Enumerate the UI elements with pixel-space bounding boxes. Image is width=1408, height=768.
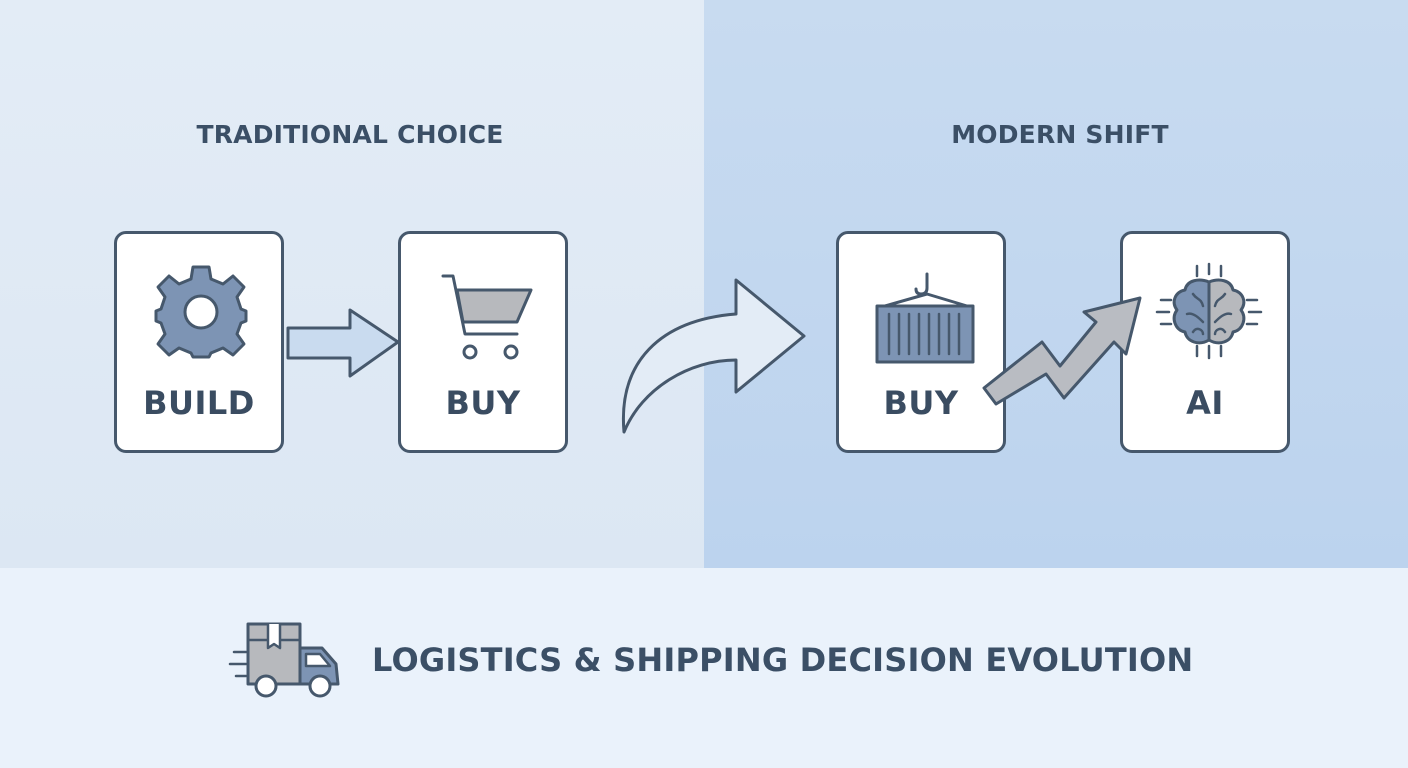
buy-cart-card: BUY: [398, 231, 568, 453]
shipping-container-icon: [875, 272, 975, 364]
build-card: BUILD: [114, 231, 284, 453]
shift-curve-arrow: [621, 278, 806, 434]
footer-title: LOGISTICS & SHIPPING DECISION EVOLUTION: [372, 641, 1194, 679]
footer-band: [0, 568, 1408, 768]
modern-panel: [704, 0, 1408, 568]
trend-arrow-icon: [982, 296, 1142, 406]
ai-brain-icon: [1155, 262, 1263, 360]
ai-card: AI: [1120, 231, 1290, 453]
gear-icon: [154, 265, 248, 359]
ai-label: AI: [1186, 384, 1224, 422]
build-label: BUILD: [143, 384, 255, 422]
buy-container-label: BUY: [883, 384, 959, 422]
traditional-section-title: TRADITIONAL CHOICE: [196, 120, 504, 149]
shopping-cart-icon: [441, 274, 533, 360]
delivery-truck-icon: [228, 622, 340, 698]
modern-section-title: MODERN SHIFT: [951, 120, 1169, 149]
buy-container-card: BUY: [836, 231, 1006, 453]
buy-cart-label: BUY: [445, 384, 521, 422]
build-to-buy-arrow: [286, 308, 400, 378]
